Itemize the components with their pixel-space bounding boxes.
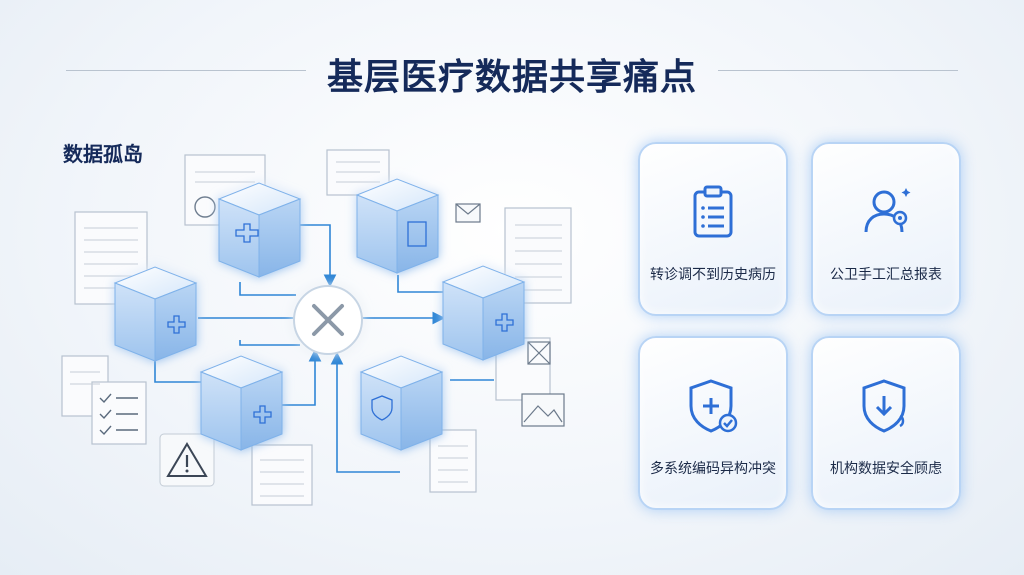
title-rule-right [718, 70, 958, 71]
clipboard-icon [693, 185, 733, 238]
section-label: 数据孤岛 [63, 142, 143, 166]
title-bar: 基层医疗数据共享痛点 [0, 40, 1024, 100]
card-security-concern: 机构数据安全顾虑 [811, 336, 961, 510]
card-public-health: 公卫手工汇总报表 [811, 142, 961, 316]
document-lines [70, 161, 562, 497]
x-mark-icon [293, 285, 363, 355]
title-rule-left [66, 70, 306, 71]
card-label: 公卫手工汇总报表 [830, 267, 942, 283]
connector-lines [154, 224, 494, 473]
shield-plus-icon [689, 379, 738, 433]
user-icon [864, 188, 911, 233]
card-label: 机构数据安全顾虑 [830, 461, 942, 477]
data-cube [355, 178, 440, 274]
data-cube [217, 182, 302, 278]
image-icon [521, 393, 565, 427]
warning-icon [159, 433, 215, 487]
card-coding-conflict: 多系统编码异构冲突 [638, 336, 788, 510]
data-cube [113, 266, 198, 362]
mail-icon [455, 203, 481, 223]
card-label: 多系统编码异构冲突 [650, 461, 776, 477]
page-title: 基层医疗数据共享痛点 [326, 57, 697, 98]
data-cube [199, 355, 284, 451]
data-cube [441, 265, 526, 361]
data-cube [359, 355, 444, 451]
placeholder-image-icon [527, 341, 551, 365]
shield-down-icon [862, 379, 906, 433]
card-label: 转诊调不到历史病历 [650, 267, 776, 283]
card-referral: 转诊调不到历史病历 [638, 142, 788, 316]
data-island-diagram [61, 149, 572, 506]
checklist-icon [99, 393, 138, 436]
seal-icon [194, 196, 216, 218]
